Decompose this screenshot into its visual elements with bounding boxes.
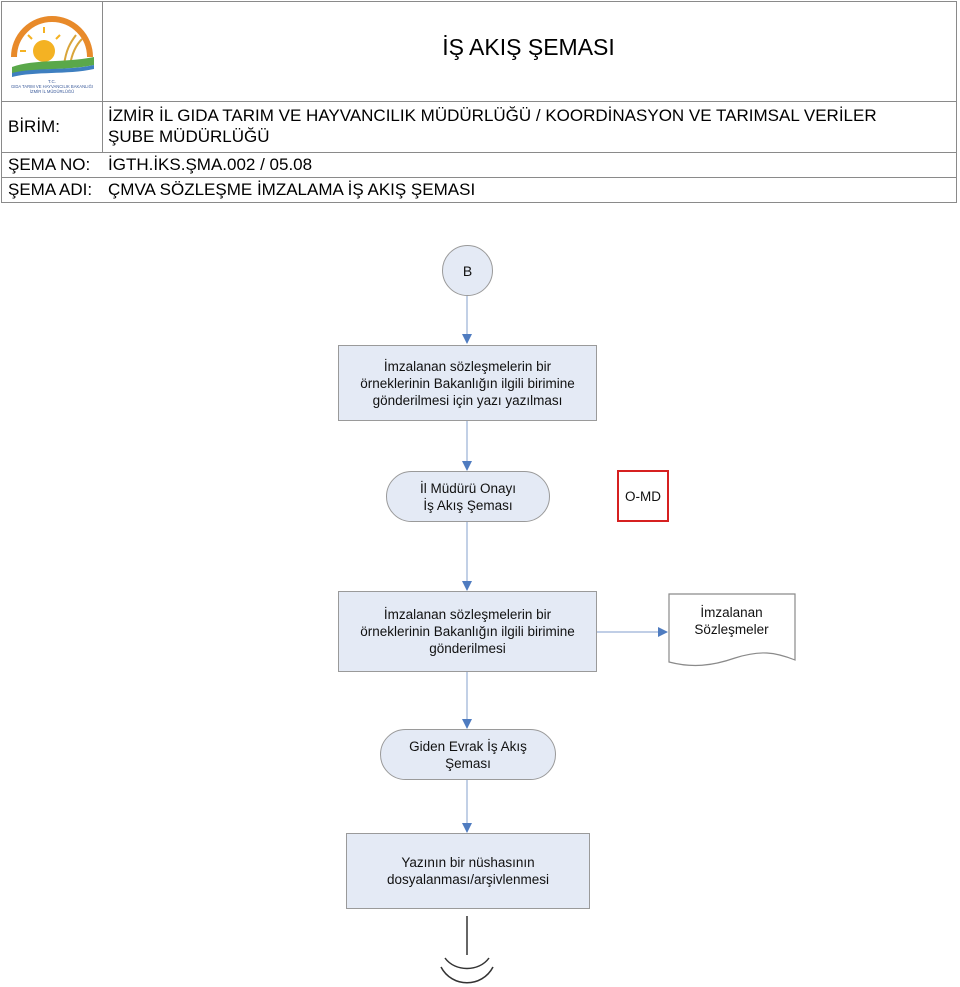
sema-adi-label: ŞEMA ADI: [8,180,93,199]
approval-line-2: İş Akış Şeması [423,497,513,513]
step2-line-3: gönderilmesi [429,641,506,656]
step-send-copies: İmzalanan sözleşmelerin bir örneklerinin… [338,591,597,672]
document-shape [668,593,796,667]
document-label: İmzalanan Sözleşmeler [668,604,795,638]
approval-line-1: İl Müdürü Onayı [419,480,517,496]
step1-line-1: İmzalanan sözleşmelerin bir [383,358,552,374]
approval-subprocess: İl Müdürü Onayı İş Akış Şeması [386,471,550,522]
logo-text-2: GIDA TARIM VE HAYVANCILIK BAKANLIĞI [11,84,93,89]
birim-value-line-2: ŞUBE MÜDÜRLÜĞÜ [108,127,270,146]
sema-no-value: İGTH.İKS.ŞMA.002 / 05.08 [108,155,313,174]
step3-line-2: dosyalanması/arşivlenmesi [386,872,550,887]
step-archive: Yazının bir nüshasının dosyalanması/arşi… [346,833,590,909]
ministry-logo: T.C. GIDA TARIM VE HAYVANCILIK BAKANLIĞI… [11,16,94,94]
end-symbol [440,916,494,984]
sema-adi-value: ÇMVA SÖZLEŞME İMZALAMA İŞ AKIŞ ŞEMASI [108,180,476,199]
document-line-1: İmzalanan [700,605,763,620]
start-connector-b: B [442,245,493,296]
step-write-letter: İmzalanan sözleşmelerin bir örneklerinin… [338,345,597,421]
outgoing-line-1: Giden Evrak İş Akış [409,738,527,754]
document-line-2: Sözleşmeler [694,622,769,637]
birim-label: BİRİM: [8,117,60,136]
step2-line-1: İmzalanan sözleşmelerin bir [383,607,552,622]
birim-value-line-1: İZMİR İL GIDA TARIM VE HAYVANCILIK MÜDÜR… [108,106,877,125]
logo-text-1: T.C. [48,79,56,84]
outgoing-mail-subprocess: Giden Evrak İş Akış Şeması [380,729,556,780]
header-table [1,1,957,203]
page-title: İŞ AKIŞ ŞEMASI [442,34,615,60]
step2-line-2: örneklerinin Bakanlığın ilgili birimine [360,624,575,639]
outgoing-line-2: Şeması [445,755,491,771]
step1-line-3: gönderilmesi için yazı yazılması [372,392,563,408]
birim-value: İZMİR İL GIDA TARIM VE HAYVANCILIK MÜDÜR… [108,105,877,147]
approval-tag: O-MD [617,470,669,522]
sema-no-label: ŞEMA NO: [8,155,91,174]
step1-line-2: örneklerinin Bakanlığın ilgili birimine [360,375,575,391]
sema-adi-row [1,177,957,203]
logo-text-3: İZMİR İL MÜDÜRLÜĞÜ [30,89,74,94]
step3-line-1: Yazının bir nüshasının [401,855,535,870]
